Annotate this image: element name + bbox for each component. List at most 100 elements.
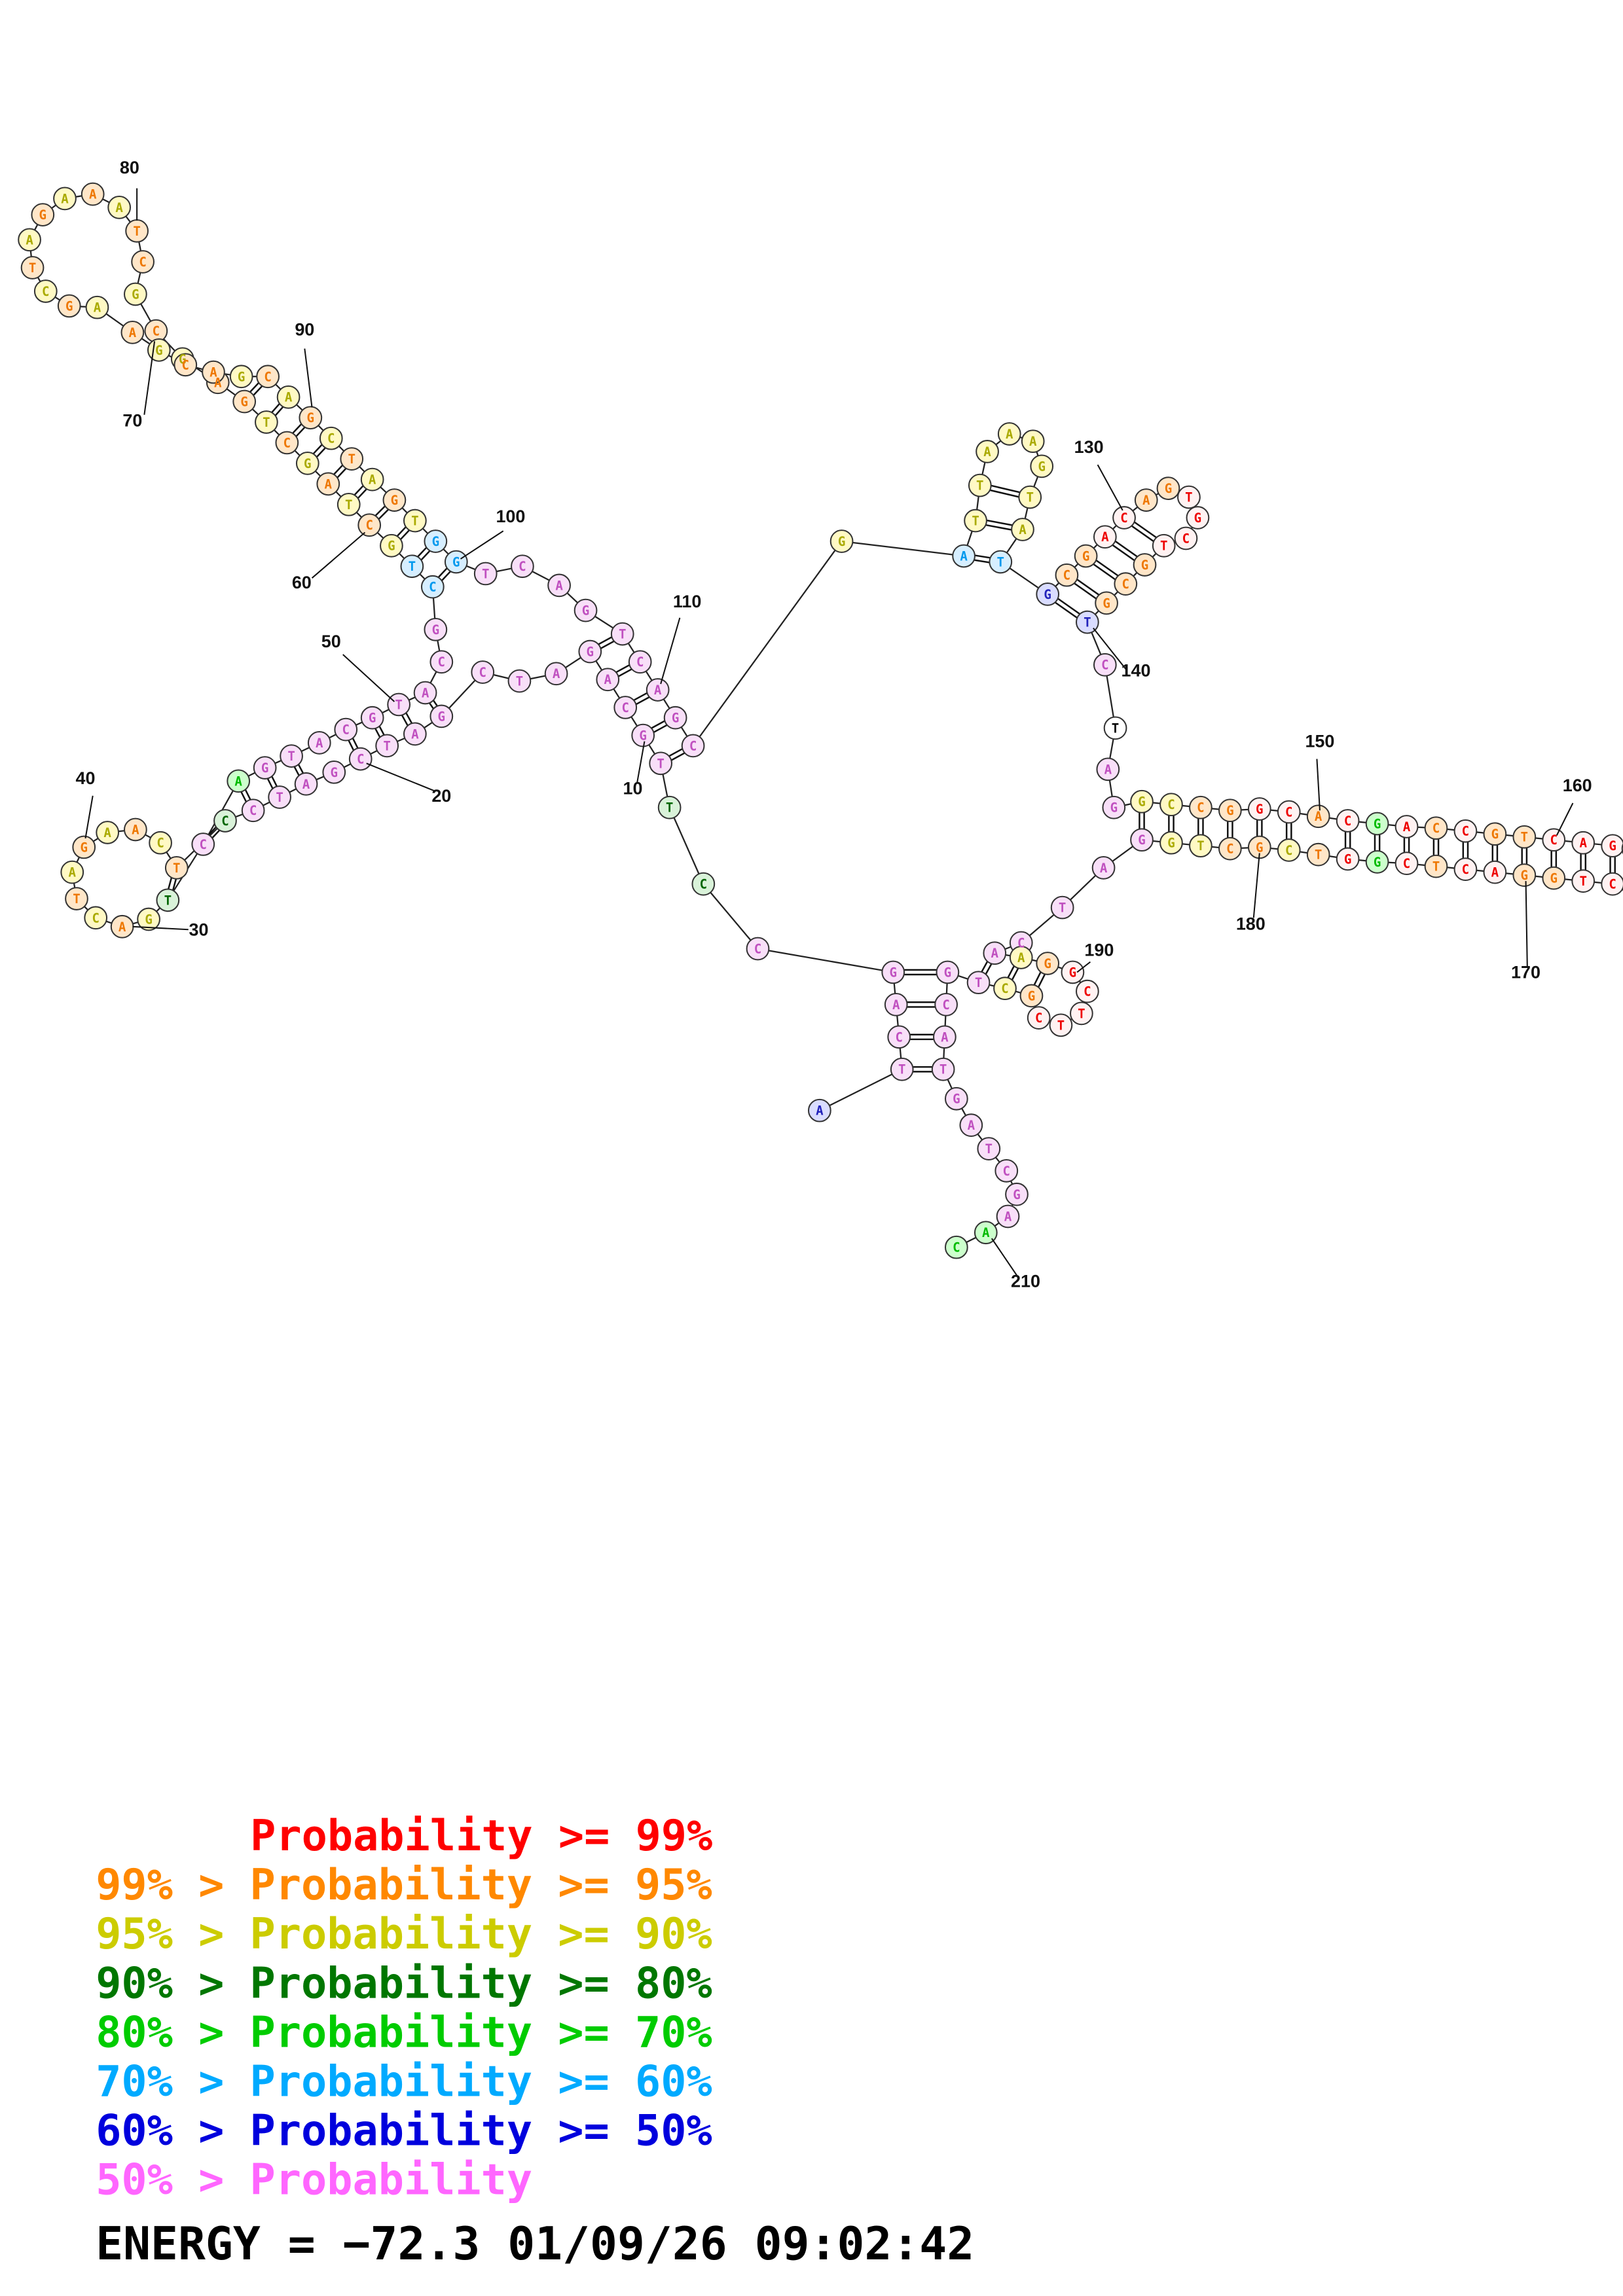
nucleotide-letter: C bbox=[1035, 1011, 1043, 1026]
nucleotide-letter: C bbox=[92, 910, 100, 925]
nucleotide-node bbox=[1512, 825, 1537, 849]
nucleotide-node bbox=[1018, 485, 1042, 509]
nucleotide-node bbox=[1103, 716, 1127, 740]
energy-footer: ENERGY = −72.3 01/09/26 09:02:42 bbox=[96, 2217, 974, 2270]
nucleotide-letter: A bbox=[369, 473, 376, 488]
nucleotide-node bbox=[944, 1086, 968, 1111]
nucleotide-node bbox=[107, 196, 132, 219]
nucleotide-letter: T bbox=[345, 497, 353, 512]
nucleotide-node bbox=[357, 513, 382, 537]
nucleotide-node bbox=[229, 365, 253, 389]
nucleotide-letter: A bbox=[1142, 493, 1150, 508]
nucleotide-node bbox=[1096, 757, 1120, 781]
nucleotide-node bbox=[227, 769, 251, 793]
nucleotide-letter: G bbox=[438, 709, 446, 724]
nucleotide-node bbox=[360, 706, 384, 730]
nucleotide-node bbox=[1542, 828, 1566, 852]
nucleotide-letter: C bbox=[1550, 833, 1558, 848]
nucleotide-node bbox=[256, 365, 280, 389]
nucleotide-node bbox=[989, 550, 1013, 574]
nucleotide-letter: G bbox=[391, 493, 399, 508]
nucleotide-node bbox=[1365, 812, 1389, 836]
nucleotide-node bbox=[1091, 856, 1116, 880]
nucleotide-node bbox=[131, 250, 155, 274]
nucleotide-letter: G bbox=[1044, 587, 1051, 602]
nucleotide-letter: T bbox=[1160, 539, 1168, 554]
position-label: 30 bbox=[189, 920, 209, 939]
nucleotide-letter: C bbox=[139, 255, 147, 270]
nucleotide-letter: A bbox=[61, 191, 69, 206]
nucleotide-node bbox=[173, 353, 198, 377]
nucleotide-node bbox=[968, 473, 992, 497]
nucleotide-node bbox=[977, 1137, 1001, 1160]
nucleotide-letter: C bbox=[1432, 821, 1440, 836]
position-label: 140 bbox=[1122, 661, 1151, 681]
nucleotide-node bbox=[471, 660, 495, 684]
nucleotide-node bbox=[931, 1057, 955, 1081]
nucleotide-letter: A bbox=[555, 578, 563, 593]
nucleotide-letter: A bbox=[132, 822, 139, 837]
nucleotide-letter: G bbox=[1138, 833, 1146, 848]
nucleotide-letter: G bbox=[452, 554, 460, 569]
nucleotide-letter: C bbox=[342, 723, 350, 738]
backbone-edge bbox=[819, 1068, 903, 1111]
nucleotide-node bbox=[120, 321, 145, 344]
nucleotide-node bbox=[31, 203, 55, 226]
nucleotide-node bbox=[1186, 506, 1210, 529]
nucleotide-node bbox=[424, 617, 448, 641]
nucleotide-node bbox=[334, 717, 358, 742]
legend-entry: Probability >= 99% bbox=[250, 1812, 712, 1861]
nucleotide-node bbox=[544, 662, 568, 686]
nucleotide-node bbox=[1306, 842, 1330, 867]
nucleotide-node bbox=[81, 182, 105, 206]
nucleotide-letter: A bbox=[234, 774, 242, 789]
nucleotide-node bbox=[124, 817, 147, 842]
nucleotide-node bbox=[164, 856, 189, 880]
nucleotide-node bbox=[1019, 984, 1044, 1008]
nucleotide-node bbox=[1571, 831, 1596, 855]
nucleotide-node bbox=[299, 406, 323, 430]
nucleotide-node bbox=[316, 472, 340, 496]
nucleotide-letter: T bbox=[972, 514, 979, 529]
position-label-line bbox=[991, 1238, 1017, 1276]
nucleotide-letter: T bbox=[516, 673, 524, 689]
nucleotide-letter: C bbox=[1285, 804, 1293, 819]
nucleotide-letter: G bbox=[1138, 795, 1146, 810]
nucleotide-letter: A bbox=[1017, 950, 1025, 965]
position-label-line bbox=[1252, 853, 1260, 918]
nucleotide-node bbox=[33, 279, 58, 303]
legend-entry: 60% > Probability >= 50% bbox=[96, 2106, 712, 2155]
nucleotide-letter: A bbox=[1403, 819, 1411, 834]
nucleotide-letter: A bbox=[1006, 427, 1013, 442]
legend-entry: 80% > Probability >= 70% bbox=[96, 2008, 712, 2057]
nucleotide-letter: C bbox=[636, 655, 644, 670]
nucleotide-node bbox=[934, 993, 958, 1016]
nucleotide-node bbox=[156, 888, 180, 912]
nucleotide-letter: A bbox=[982, 1225, 990, 1240]
nucleotide-letter: A bbox=[1019, 522, 1027, 537]
nucleotide-node bbox=[884, 993, 908, 1016]
nucleotide-letter: G bbox=[369, 711, 376, 726]
nucleotide-letter: T bbox=[173, 861, 181, 876]
nucleotide-letter: T bbox=[1112, 721, 1120, 736]
position-label: 110 bbox=[673, 592, 701, 611]
nucleotide-node bbox=[380, 533, 403, 558]
nucleotide-node bbox=[253, 756, 277, 780]
nucleotide-node bbox=[1130, 828, 1154, 852]
nucleotide-node bbox=[1027, 1006, 1051, 1030]
nucleotide-node bbox=[57, 294, 81, 318]
nucleotide-letter: C bbox=[1003, 1164, 1011, 1179]
position-label-line bbox=[1097, 464, 1123, 511]
nucleotide-letter: A bbox=[983, 444, 991, 459]
nucleotide-node bbox=[663, 706, 687, 730]
nucleotide-letter: C bbox=[42, 284, 50, 299]
nucleotide-node bbox=[1306, 804, 1330, 829]
nucleotide-letter: T bbox=[73, 891, 81, 906]
nucleotide-letter: T bbox=[1084, 615, 1091, 630]
position-label: 100 bbox=[496, 507, 525, 526]
nucleotide-node bbox=[1005, 1182, 1029, 1206]
nucleotide-node bbox=[20, 256, 45, 279]
nucleotide-node bbox=[348, 747, 373, 771]
nucleotide-letter: C bbox=[1285, 843, 1293, 858]
position-label: 180 bbox=[1236, 914, 1266, 933]
